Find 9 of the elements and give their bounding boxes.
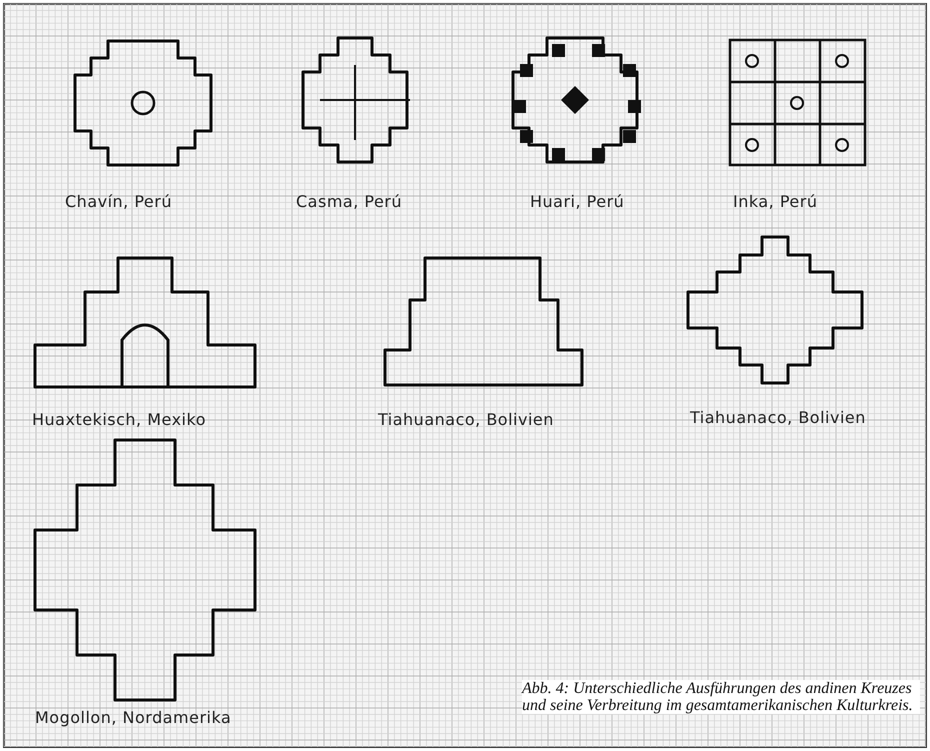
place-label: Tiahuanaco, Bolivien: [690, 408, 866, 427]
place-label: Huaxtekisch, Mexiko: [32, 410, 206, 429]
figure-caption: Abb. 4: Unterschiedliche Ausführungen des andinen Kreuzes und seine Verbreitung im gesamtamerikanischen Kulturkreis.: [522, 680, 920, 714]
place-label: Inka, Perú: [733, 192, 818, 211]
place-label: Chavín, Perú: [65, 192, 172, 211]
place-label: Mogollon, Nordamerika: [35, 708, 232, 727]
place-label: Tiahuanaco, Bolivien: [378, 410, 554, 429]
place-label: Casma, Perú: [296, 192, 402, 211]
place-label: Huari, Perú: [530, 192, 624, 211]
